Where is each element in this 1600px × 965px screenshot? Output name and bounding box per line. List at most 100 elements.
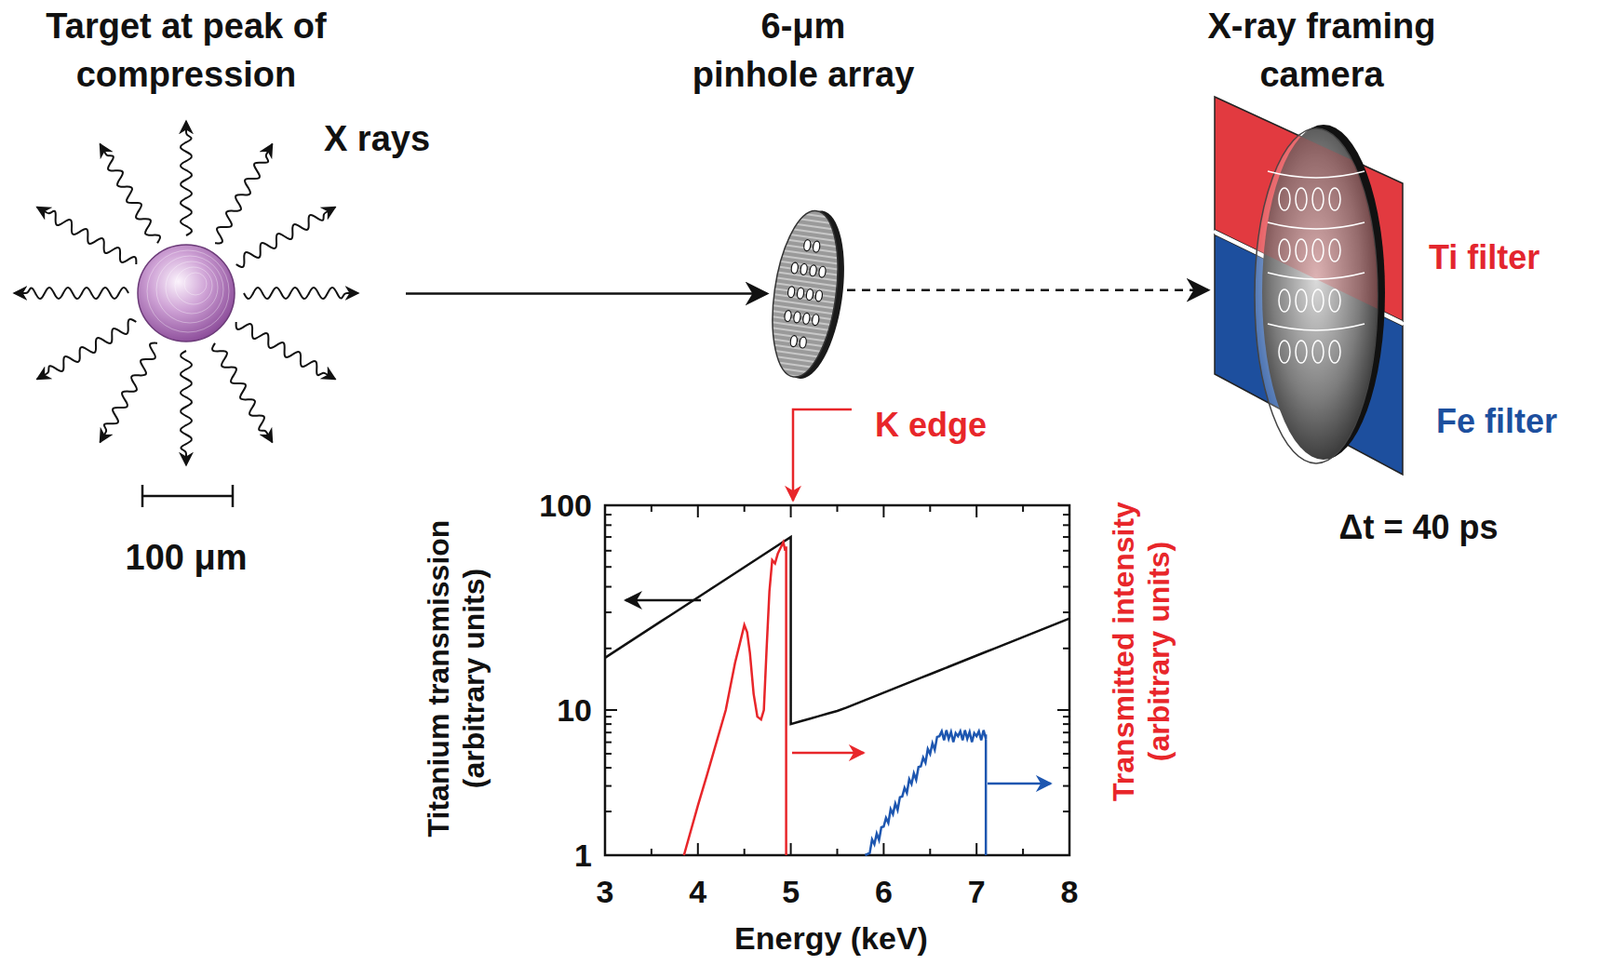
pinhole (803, 239, 812, 252)
axis-tick (790, 505, 793, 518)
lens-tint (1254, 128, 1378, 464)
axis-tick (1062, 810, 1070, 813)
frame-image (1295, 239, 1307, 262)
axis-tick (1021, 848, 1024, 856)
pinhole-disc (763, 206, 848, 381)
node-heading: Fe filter (1436, 398, 1558, 444)
pinhole-array-outline (768, 206, 844, 382)
pinhole (787, 285, 796, 298)
axis-tick (605, 723, 612, 726)
axis-tick (697, 505, 700, 518)
axis-tick (605, 709, 618, 712)
node-heading: 6-μm pinhole array (663, 1, 943, 99)
axis-tick (975, 505, 978, 518)
tick-label: 4 (688, 873, 707, 912)
x-ray (13, 287, 129, 299)
camera-lens (1254, 128, 1378, 464)
axis-tick (1062, 731, 1070, 734)
axis-tick (605, 752, 612, 755)
axis-tick (1062, 741, 1070, 744)
ti-filter-spectrum (684, 542, 787, 856)
tick-label: 1 (574, 836, 592, 875)
axis-tick (604, 843, 606, 856)
axis-tick (605, 766, 612, 769)
pinhole (808, 264, 818, 277)
axis-tick (1062, 586, 1070, 589)
axis-tick (975, 843, 978, 856)
axis-pointer (625, 599, 701, 603)
x-ray (100, 144, 161, 244)
axis-tick (928, 505, 931, 512)
axis-tick (1057, 854, 1070, 857)
target-sphere (137, 244, 235, 342)
connector-arrow (847, 289, 1209, 293)
axis-tick (605, 741, 612, 744)
x-ray (236, 207, 337, 268)
framing-camera-outline (1210, 93, 1408, 480)
shading-ring (184, 272, 207, 296)
node-heading: Ti filter (1428, 234, 1540, 281)
axis-tick (650, 848, 653, 856)
axis-title: Titanium transmission (arbitrary units) (420, 483, 493, 874)
axis-tick (1062, 766, 1070, 769)
tick-label: 8 (1061, 873, 1079, 912)
frame-image (1312, 289, 1324, 312)
tick-label: 5 (781, 873, 800, 912)
pinhole (811, 313, 821, 326)
strip-line (1267, 272, 1365, 280)
edge-callout: K edge (874, 404, 987, 445)
axis-tick (650, 505, 653, 512)
node-heading: Target at peak of compression (27, 1, 345, 99)
fe-filter-band: Fe filter (1210, 283, 1408, 480)
ti-filter-band: Ti filter (1210, 93, 1408, 280)
pinhole (806, 288, 815, 301)
pinhole (815, 290, 824, 303)
x-ray (37, 319, 137, 379)
axis-tick (882, 505, 885, 518)
node-heading: X-ray framing camera (1182, 1, 1462, 99)
frame-image (1312, 340, 1324, 364)
axis-tick (743, 848, 746, 856)
axis-title: Transmitted intensity (arbitrary units) (1105, 456, 1178, 848)
frame-image (1278, 340, 1291, 364)
axis-tick (1062, 550, 1070, 552)
frame-image (1278, 239, 1291, 262)
frame-image (1295, 289, 1307, 312)
axis-tick (605, 709, 618, 712)
dimension: 100 μm (125, 537, 248, 580)
axis-tick (790, 843, 793, 856)
fe-filter-spectrum (864, 730, 986, 856)
shading-ring (156, 255, 224, 323)
target-sphere-outline (11, 111, 403, 475)
axis-tick (836, 505, 839, 512)
axis-tick (605, 550, 612, 552)
axis-pointer (987, 782, 1051, 786)
axis-tick (1068, 843, 1071, 856)
transmission-curve (605, 537, 1070, 725)
axis-tick (605, 565, 612, 568)
axis-tick (605, 524, 612, 526)
axis-tick (1062, 715, 1070, 718)
connector-arrow (405, 292, 767, 296)
axis-tick (605, 504, 618, 507)
pinhole (802, 312, 811, 325)
frame-image (1329, 188, 1341, 211)
shading-ring (147, 250, 229, 333)
axis-tick (605, 611, 612, 614)
axis-tick (1057, 504, 1070, 507)
axis-tick (605, 715, 612, 718)
axis-tick (1062, 611, 1070, 614)
pinhole (812, 241, 821, 254)
frame-image (1329, 340, 1341, 364)
pinhole (793, 310, 802, 323)
k-edge-pointer (793, 409, 852, 501)
tick-label: 6 (874, 873, 893, 912)
pinhole (796, 287, 806, 300)
frame-image (1329, 289, 1341, 312)
axis-tick (697, 843, 700, 856)
pinhole (783, 309, 793, 323)
pinhole (818, 266, 827, 279)
tick-label: 10 (556, 691, 592, 730)
axis-tick (1062, 647, 1070, 650)
axis-tick (1062, 524, 1070, 526)
